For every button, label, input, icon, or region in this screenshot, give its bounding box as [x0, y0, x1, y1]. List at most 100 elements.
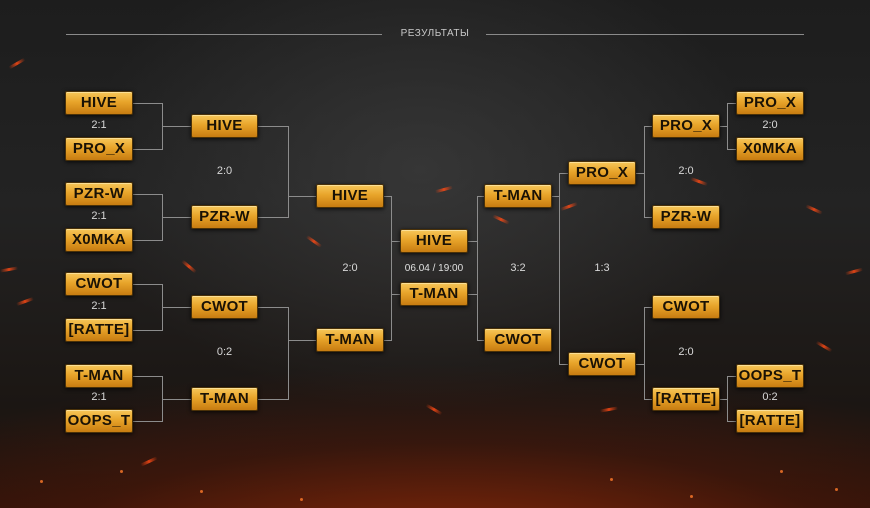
spark	[610, 478, 613, 481]
bracket-line	[644, 126, 652, 127]
bracket-line	[258, 126, 288, 127]
team-box[interactable]: CWOT	[652, 295, 720, 319]
match-score: 2:1	[91, 300, 107, 312]
team-box[interactable]: CWOT	[484, 328, 552, 352]
bracket-line	[133, 149, 162, 150]
bracket-line	[258, 399, 288, 400]
bracket-line	[133, 194, 162, 195]
bracket-line	[133, 421, 162, 422]
bracket-line	[258, 217, 288, 218]
team-box[interactable]: T-MAN	[484, 184, 552, 208]
match-score: 2:0	[216, 165, 233, 177]
bracket-line	[644, 217, 652, 218]
ember	[492, 214, 510, 225]
bracket-line	[133, 330, 162, 331]
team-box[interactable]: PRO_X	[65, 137, 133, 161]
spark	[690, 495, 693, 498]
team-box[interactable]: PRO_X	[736, 91, 804, 115]
ember	[16, 297, 34, 306]
spark	[120, 470, 123, 473]
ember	[815, 340, 833, 353]
match-score: 0:2	[216, 346, 233, 358]
bracket-line	[288, 126, 289, 218]
team-box[interactable]: T-MAN	[65, 364, 133, 388]
match-score: 1:3	[594, 262, 610, 274]
ember	[140, 456, 158, 467]
bracket-line	[162, 307, 191, 308]
ember	[560, 202, 578, 211]
bracket-line	[288, 340, 316, 341]
team-box[interactable]: [RATTE]	[736, 409, 804, 433]
team-box[interactable]: CWOT	[191, 295, 258, 319]
spark	[40, 480, 43, 483]
match-score: 2:0	[342, 262, 358, 274]
team-box[interactable]: PRO_X	[568, 161, 636, 185]
team-box[interactable]: OOPS_T	[65, 409, 133, 433]
bracket-line	[636, 173, 644, 174]
team-box[interactable]: PZR-W	[65, 182, 133, 206]
spark	[300, 498, 303, 501]
ember	[844, 267, 864, 276]
bracket-line	[391, 196, 392, 341]
bracket-line	[727, 376, 728, 422]
team-box[interactable]: PZR-W	[191, 205, 258, 229]
match-score: 2:0	[678, 346, 694, 358]
bracket-line	[162, 126, 191, 127]
bracket-line	[133, 103, 162, 104]
spark	[200, 490, 203, 493]
team-box[interactable]: CWOT	[568, 352, 636, 376]
bracket-line	[636, 364, 644, 365]
spark	[835, 488, 838, 491]
spark	[780, 470, 783, 473]
bracket-line	[468, 241, 477, 242]
bracket-line	[727, 103, 728, 150]
team-box[interactable]: T-MAN	[316, 328, 384, 352]
header-line-left	[66, 34, 382, 35]
bracket-line	[477, 340, 484, 341]
bracket-line	[727, 421, 736, 422]
team-box[interactable]: [RATTE]	[652, 387, 720, 411]
team-box[interactable]: X0MKA	[65, 228, 133, 252]
team-box[interactable]: PZR-W	[652, 205, 720, 229]
bracket-line	[644, 126, 645, 218]
team-box[interactable]: HIVE	[65, 91, 133, 115]
team-box[interactable]: OOPS_T	[736, 364, 804, 388]
bracket-line	[133, 376, 162, 377]
team-box[interactable]: HIVE	[316, 184, 384, 208]
match-score: 2:0	[678, 165, 694, 177]
bracket-line	[559, 173, 568, 174]
bracket-line	[468, 294, 477, 295]
ember	[690, 177, 708, 186]
ember	[8, 57, 26, 70]
bracket-line	[162, 217, 191, 218]
match-score: 0:2	[762, 391, 778, 403]
team-box[interactable]: CWOT	[65, 272, 133, 296]
bracket-line	[477, 196, 478, 341]
bracket-line	[258, 307, 288, 308]
bracket-line	[391, 294, 400, 295]
bracket-line	[559, 173, 560, 365]
bracket-line	[559, 364, 568, 365]
bracket-line	[720, 399, 728, 400]
team-box[interactable]: X0MKA	[736, 137, 804, 161]
final-team-box[interactable]: T-MAN	[400, 282, 468, 306]
team-box[interactable]: T-MAN	[191, 387, 258, 411]
team-box[interactable]: PRO_X	[652, 114, 720, 138]
bracket-line	[644, 307, 652, 308]
bracket-line	[384, 340, 392, 341]
bracket-line	[644, 399, 652, 400]
match-score: 2:0	[762, 119, 778, 131]
final-team-box[interactable]: HIVE	[400, 229, 468, 253]
bracket-line	[727, 149, 736, 150]
team-box[interactable]: HIVE	[191, 114, 258, 138]
header-title: РЕЗУЛЬТАТЫ	[400, 28, 470, 39]
bracket-line	[133, 284, 162, 285]
ember	[434, 185, 454, 194]
results-header: РЕЗУЛЬТАТЫ	[66, 26, 804, 42]
match-score: 3:2	[510, 262, 526, 274]
bracket-line	[644, 307, 645, 400]
bracket-line	[162, 399, 191, 400]
ember	[0, 266, 19, 273]
bracket-line	[288, 307, 289, 400]
team-box[interactable]: [RATTE]	[65, 318, 133, 342]
